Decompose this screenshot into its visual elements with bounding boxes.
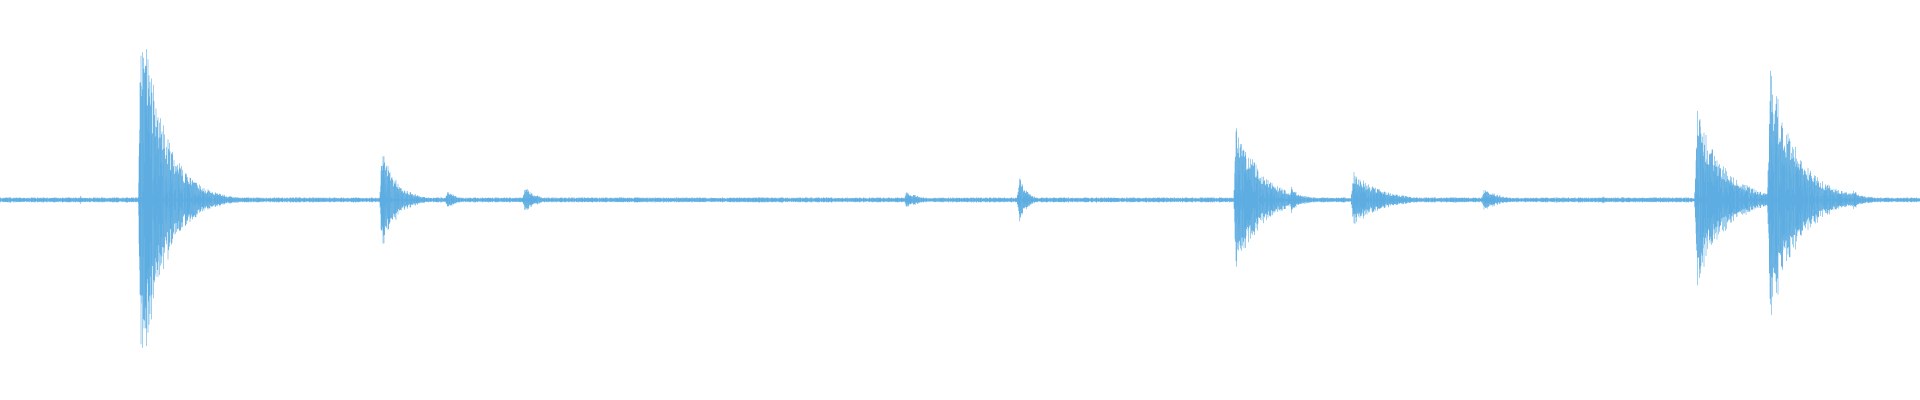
waveform-trace xyxy=(0,49,1920,348)
